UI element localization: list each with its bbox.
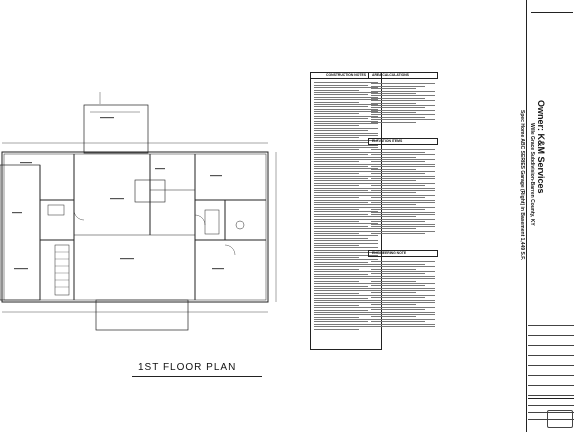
stairs [54,244,70,296]
outer-wall [1,151,269,303]
front-porch [95,299,189,331]
floor-plan-drawing [0,92,277,331]
construction-notes-panel: CONSTRUCTION NOTES [310,72,382,350]
area-calculations-body [368,79,438,123]
sheet-info-row [528,413,574,420]
elevation-items-header: ELEVATION ITEMS [368,138,438,145]
construction-notes-body [314,81,378,345]
revision-table [528,316,574,396]
sheet-info-row [528,406,574,413]
elevation-items-body [368,145,438,235]
owner-name: Owner: K&M Services [536,100,546,194]
engineering-note-body [368,257,438,327]
kitchen-island [134,179,166,203]
area-calculations-header: AREA CALCULATIONS [368,72,438,79]
left-wing [0,164,41,301]
outer-wall-inner [3,153,267,301]
engineering-note-header: ENGINEERING NOTE [368,250,438,257]
seal-stamp [547,410,573,428]
rear-deck [83,104,149,154]
plan-title-underline [132,376,262,377]
engineering-note-section: ENGINEERING NOTE [368,250,438,328]
spec-description: Spec Home ABC SERIES Garage (Right) in B… [519,110,525,261]
plan-title: 1ST FLOOR PLAN [138,362,237,373]
company-logo [531,2,573,13]
sheet-info-row [528,399,574,406]
subdivision-name: Wille Grace Subdivision-Barren County, K… [529,123,535,226]
elevation-items-section: ELEVATION ITEMS [368,138,438,235]
sheet-info-block [528,398,574,431]
construction-notes-header: CONSTRUCTION NOTES [311,73,381,79]
area-calculations-section: AREA CALCULATIONS [368,72,438,124]
title-block [526,0,576,432]
